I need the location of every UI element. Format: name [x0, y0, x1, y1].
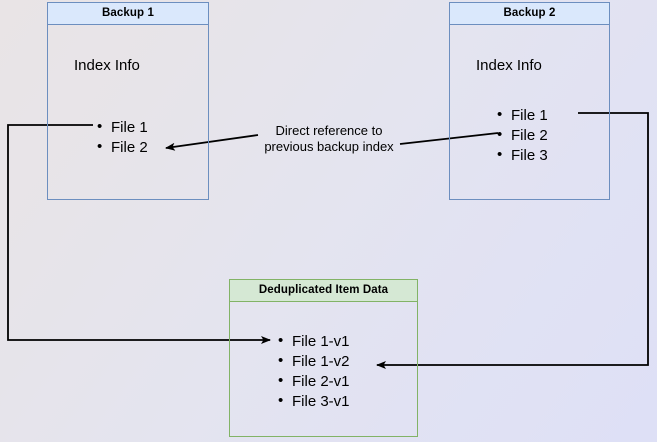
backup2-file-list: File 1 File 2 File 3 [497, 105, 548, 166]
direct-reference-annotation: Direct reference to previous backup inde… [244, 123, 414, 155]
dedup-body: File 1-v1 File 1-v2 File 2-v1 File 3-v1 [230, 302, 417, 436]
backup2-body: Index Info File 1 File 2 File 3 [450, 25, 609, 199]
list-item: File 3-v1 [278, 391, 350, 412]
dedup-header: Deduplicated Item Data [230, 280, 417, 302]
list-item: File 2-v1 [278, 371, 350, 392]
list-item: File 2 [497, 125, 548, 146]
list-item: File 2 [97, 137, 148, 158]
direct-reference-line-2: previous backup index [264, 139, 394, 154]
list-item: File 1-v2 [278, 351, 350, 372]
backup1-box: Backup 1 Index Info File 1 File 2 [47, 2, 209, 200]
dedup-file-list: File 1-v1 File 1-v2 File 2-v1 File 3-v1 [278, 331, 350, 412]
backup2-header: Backup 2 [450, 3, 609, 25]
backup1-index-info-label: Index Info [74, 57, 140, 74]
backup1-file-list: File 1 File 2 [97, 117, 148, 158]
direct-reference-line-1: Direct reference to [275, 123, 383, 138]
backup2-box: Backup 2 Index Info File 1 File 2 File 3 [449, 2, 610, 200]
backup1-header: Backup 1 [48, 3, 208, 25]
list-item: File 3 [497, 145, 548, 166]
list-item: File 1-v1 [278, 331, 350, 352]
list-item: File 1 [97, 117, 148, 138]
backup2-index-info-label: Index Info [476, 57, 542, 74]
dedup-box: Deduplicated Item Data File 1-v1 File 1-… [229, 279, 418, 437]
backup1-body: Index Info File 1 File 2 [48, 25, 208, 199]
list-item: File 1 [497, 105, 548, 126]
